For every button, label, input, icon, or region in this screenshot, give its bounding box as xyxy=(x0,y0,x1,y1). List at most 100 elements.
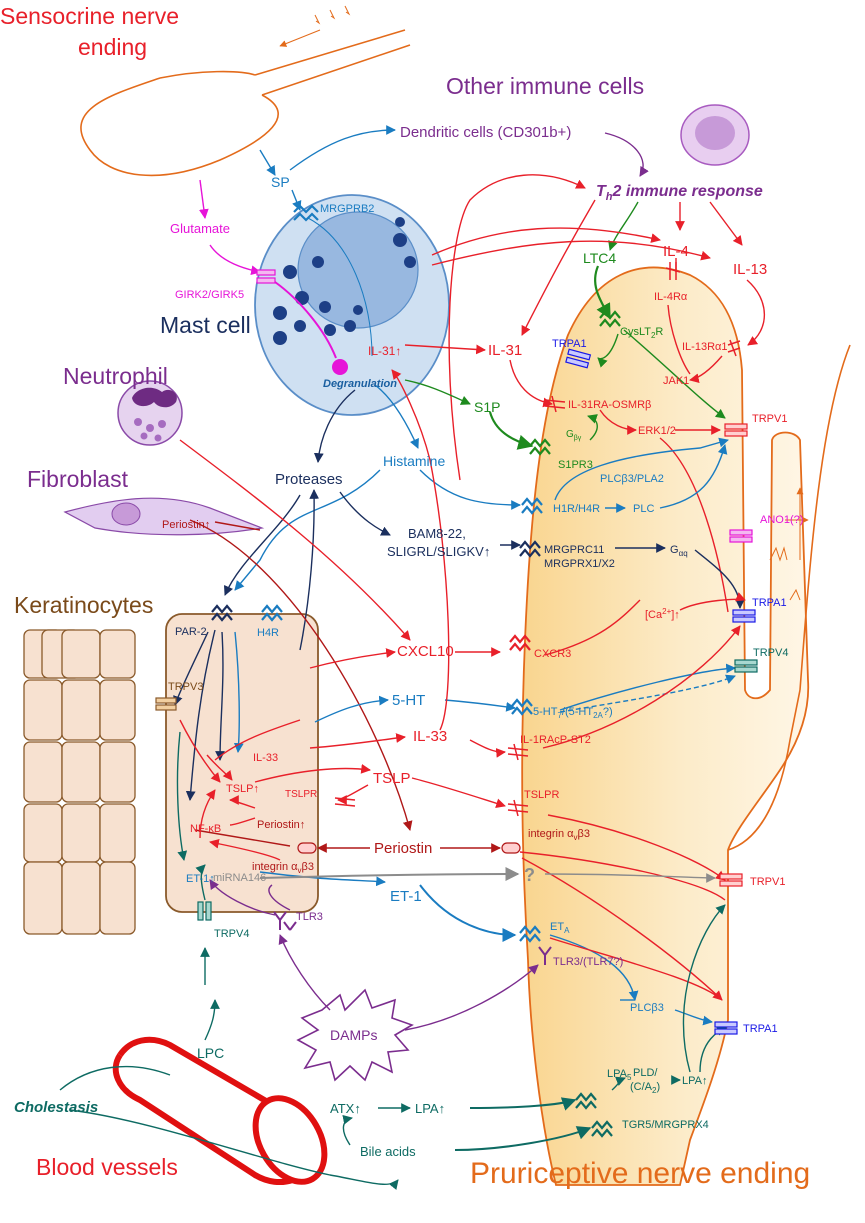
pruriceptive-nerve xyxy=(521,266,810,1186)
label-eta: ETA xyxy=(550,921,570,935)
channel-trpv3-icon xyxy=(155,697,177,711)
label-lpa-up-n: LPA↑ xyxy=(682,1075,707,1087)
label-sp: SP xyxy=(271,174,290,190)
label-ltc4: LTC4 xyxy=(583,250,616,266)
label-cholestasis: Cholestasis xyxy=(14,1099,98,1116)
label-tslp-k: TSLP↑ xyxy=(226,783,259,795)
label-question: ? xyxy=(524,865,535,885)
label-five-ht-r: 5-HT7/(5-HT2A?) xyxy=(533,706,613,720)
label-integrin: integrin αvβ3 xyxy=(528,828,590,842)
title-fibroblast: Fibroblast xyxy=(27,466,129,492)
sensocrine-nerve-shape xyxy=(80,29,411,177)
channel-trpv1-icon xyxy=(724,423,748,437)
label-lpa5: LPA5 xyxy=(607,1068,632,1082)
receptor-cxcr3-icon xyxy=(509,634,531,652)
receptor-lpa5-icon xyxy=(575,1092,597,1110)
receptor-il4ra-icon xyxy=(665,262,681,280)
label-lpc: LPC xyxy=(197,1045,224,1061)
label-pld2: (C/A2) xyxy=(630,1081,660,1095)
title-blood-vessels: Blood vessels xyxy=(36,1154,178,1180)
label-il13: IL-13 xyxy=(733,261,767,278)
label-mrgprx: MRGPRX1/X2 xyxy=(544,558,615,570)
keratinocyte-layer xyxy=(23,629,136,935)
label-il31: IL-31 xyxy=(488,342,522,359)
label-gaq: Gαq xyxy=(670,544,688,558)
label-tslpr: TSLPR xyxy=(524,789,560,801)
receptor-h1r-icon xyxy=(521,497,543,515)
label-plcb3-pla2: PLCβ3/PLA2 xyxy=(600,473,664,485)
receptor-h4r-icon xyxy=(261,604,283,622)
granules xyxy=(273,217,416,345)
label-periostin: Periostin xyxy=(374,840,432,857)
label-et1: ET-1 xyxy=(390,888,422,905)
label-trpv3: TRPV3 xyxy=(168,681,203,693)
label-plcb3: PLCβ3 xyxy=(630,1002,664,1014)
label-trpv1-b: TRPV1 xyxy=(750,876,785,888)
label-cyslt2r: CysLT2R xyxy=(620,326,663,340)
label-cxcl10: CXCL10 xyxy=(397,643,454,660)
label-five-ht: 5-HT xyxy=(392,692,425,709)
receptor-s1pr3-icon xyxy=(529,438,551,456)
label-periostin-up: Periostin↑ xyxy=(162,519,210,531)
label-s1p: S1P xyxy=(474,399,500,415)
label-degranulation: Degranulation xyxy=(323,378,397,390)
label-ca: [Ca2+]↑ xyxy=(645,607,680,621)
title-mast-cell: Mast cell xyxy=(160,312,251,338)
channel-ano1-icon xyxy=(729,529,753,543)
receptor-tlr3-icon xyxy=(273,911,297,931)
receptor-eta-icon xyxy=(519,925,541,943)
label-h1r-h4r: H1R/H4R xyxy=(553,503,600,515)
channel-trpv4-icon xyxy=(734,659,758,673)
label-th2: Th2 immune response xyxy=(596,183,763,203)
label-il33: IL-33 xyxy=(413,728,447,745)
channel-trpv1-b-icon xyxy=(719,873,743,887)
receptor-mrgprb2-icon xyxy=(293,204,319,222)
channel-trpa1-icon xyxy=(565,348,592,369)
receptor-il1racp-icon xyxy=(507,743,529,761)
label-trpa1-b: TRPA1 xyxy=(752,597,787,609)
label-bam-2: SLIGRL/SLIGKV↑ xyxy=(387,544,490,559)
receptor-par2-icon xyxy=(211,604,233,622)
receptor-mrgprc11-icon xyxy=(519,540,541,558)
keratinocyte-cell xyxy=(165,613,319,913)
label-tlr3-k: TLR3 xyxy=(296,911,323,923)
label-girk: GIRK2/GIRK5 xyxy=(175,289,244,301)
receptor-tgr5-icon xyxy=(591,1120,613,1138)
label-mrgprb2: MRGPRB2 xyxy=(320,203,374,215)
label-s1pr3: S1PR3 xyxy=(558,459,593,471)
channel-trpa1-b-icon xyxy=(732,609,756,623)
damps-star xyxy=(296,988,414,1082)
label-atx: ATX↑ xyxy=(330,1101,361,1116)
label-proteases: Proteases xyxy=(275,471,343,488)
receptor-girk-icon xyxy=(256,269,276,284)
label-trpv4-a: TRPV4 xyxy=(753,647,788,659)
receptor-il31ra-icon xyxy=(544,395,566,413)
label-tslp: TSLP xyxy=(373,770,411,787)
channel-trpa1-c-icon xyxy=(714,1021,738,1035)
label-mrgprc11: MRGPRC11 xyxy=(544,544,604,556)
label-h4r: H4R xyxy=(257,627,279,639)
title-neutrophil: Neutrophil xyxy=(63,363,168,389)
label-cxcr3: CXCR3 xyxy=(534,648,571,660)
title-other-immune: Other immune cells xyxy=(446,73,644,99)
label-mirna: miRNA146 xyxy=(213,872,266,884)
title-sensocrine-2: ending xyxy=(78,34,147,60)
label-erk: ERK1/2 xyxy=(638,425,676,437)
label-glutamate: Glutamate xyxy=(170,221,230,236)
label-damps: DAMPs xyxy=(330,1027,377,1043)
receptor-integrin-icon xyxy=(501,842,521,854)
receptor-5ht-icon xyxy=(511,698,533,716)
label-dendritic: Dendritic cells (CD301b+) xyxy=(400,124,571,141)
receptor-il13ra1-icon xyxy=(727,339,741,357)
label-par2: PAR-2 xyxy=(175,626,207,638)
label-trpv1-a: TRPV1 xyxy=(752,413,787,425)
label-bile-acids: Bile acids xyxy=(360,1144,416,1159)
label-bam-1: BAM8-22, xyxy=(408,526,466,541)
diagram-text: Sensocrine nerve ending Other immune cel… xyxy=(0,3,810,1190)
receptor-tslpr-icon xyxy=(507,799,529,817)
mast-cell-nucleus xyxy=(297,211,419,329)
label-periostin-k: Periostin↑ xyxy=(257,819,305,831)
label-il4ra: IL-4Rα xyxy=(654,291,688,303)
label-trpa1-a: TRPA1 xyxy=(552,338,587,350)
